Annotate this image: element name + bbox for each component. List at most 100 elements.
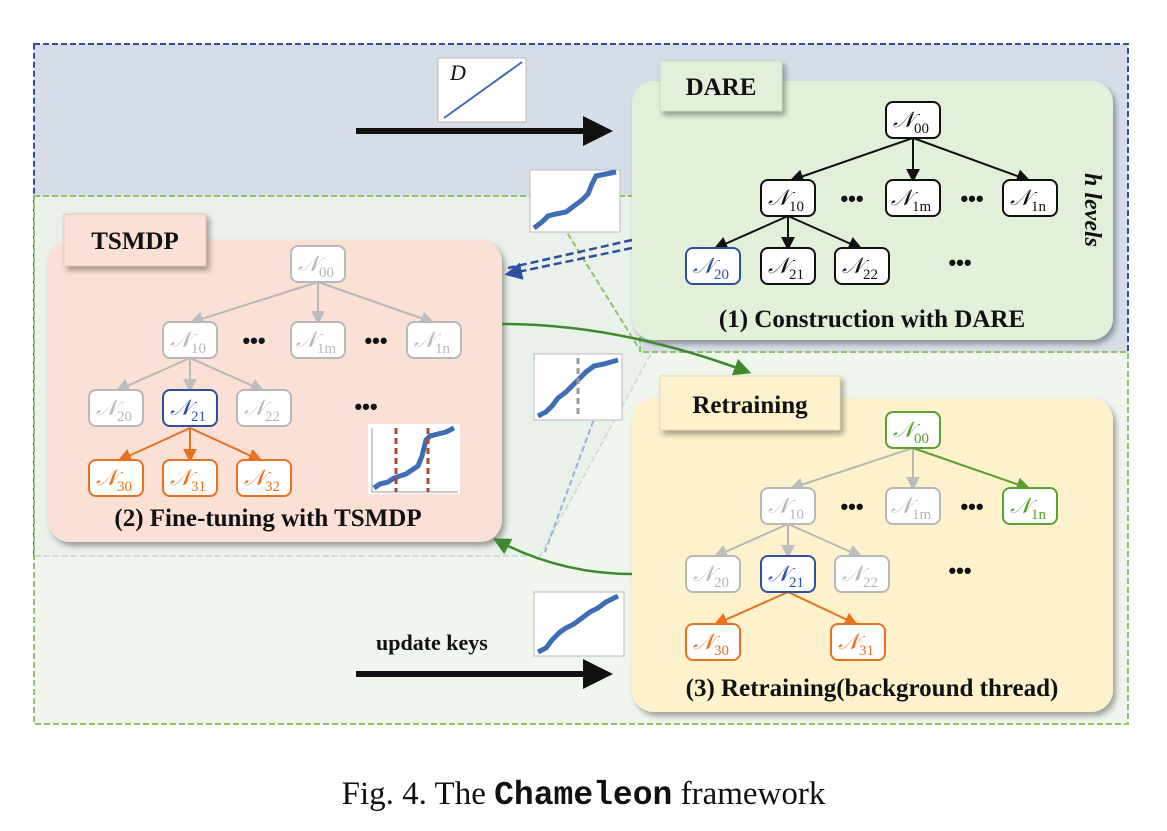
retraining-to-tsmdp-arrow (492, 538, 633, 576)
retraining-caption: (3) Retraining(background thread) (686, 675, 1059, 702)
retrain-node-l3-1-subscript: 31 (859, 643, 874, 659)
dare-title: DARE (686, 74, 757, 101)
tsmdp-edge (115, 357, 191, 392)
retrain-node-l1-1: 𝒩1m (885, 487, 941, 525)
tsmdp-node-root: 𝒩00 (290, 245, 346, 283)
update-keys-label: update keys (376, 630, 488, 655)
retrain-node-l3-0-subscript: 30 (714, 643, 729, 659)
retrain-node-l1-2-subscript: 1n (1031, 507, 1047, 523)
tsmdp-ellipsis: ••• (354, 394, 377, 419)
retrain-node-l3-0: 𝒩30 (685, 623, 741, 661)
retrain-edge (713, 591, 789, 626)
retrain-node-l1-1-subscript: 1m (912, 507, 932, 523)
tsmdp-node-l3-0: 𝒩30 (88, 459, 144, 497)
tsmdp-node-l3-2: 𝒩32 (236, 459, 292, 497)
retrain-node-l1-2: 𝒩1n (1002, 487, 1058, 525)
dare-edge (789, 137, 914, 183)
retrain-edge (713, 523, 789, 558)
retrain-ellipsis: ••• (948, 558, 971, 583)
retrain-node-root-subscript: 00 (914, 431, 929, 447)
tsmdp-node-l2-1: 𝒩21 (162, 389, 218, 427)
retrain-node-l2-2-subscript: 22 (863, 575, 878, 591)
retraining-title: Retraining (692, 392, 808, 419)
tsmdp-caption: (2) Fine-tuning with TSMDP (114, 505, 421, 532)
retrain-edge (787, 591, 859, 626)
figure-caption-prefix: Fig. 4. The (341, 776, 495, 812)
cdf-thumbnail-1 (529, 169, 621, 233)
dare-to-tsmdp-arrow (504, 238, 633, 280)
tsmdp-node-l1-0-subscript: 10 (191, 341, 206, 357)
dare-caption: (1) Construction with DARE (719, 306, 1025, 333)
tsmdp-edge (117, 427, 191, 462)
retrain-node-l2-2: 𝒩22 (834, 555, 890, 593)
tsmdp-node-l2-1-subscript: 21 (191, 409, 206, 425)
tsmdp-edge (189, 427, 263, 462)
h-levels-label: h levels (1079, 173, 1105, 247)
tsmdp-node-l3-2-subscript: 32 (265, 479, 280, 495)
dare-ellipsis: ••• (948, 250, 971, 275)
tsmdp-to-retraining-arrow (501, 322, 752, 376)
dare-node-l2-1: 𝒩21 (760, 247, 816, 285)
tsmdp-node-l2-2: 𝒩22 (236, 389, 292, 427)
tsmdp-node-l2-0-subscript: 20 (117, 409, 132, 425)
cdf-thumbnail-update (533, 591, 625, 657)
tsmdp-edge (317, 281, 435, 325)
dare-node-l1-1-subscript: 1m (912, 199, 932, 215)
dare-edge (787, 215, 863, 250)
retrain-node-l1-0-subscript: 10 (789, 507, 804, 523)
dataset-label: D (449, 60, 466, 85)
figure-caption-suffix: framework (672, 776, 826, 812)
figure-caption: Fig. 4. The Chameleon framework (0, 776, 1167, 814)
dare-node-l1-2-subscript: 1n (1031, 199, 1047, 215)
retrain-edge (789, 447, 914, 492)
dare-node-l2-2-subscript: 22 (863, 267, 878, 283)
tsmdp-node-root-subscript: 00 (319, 265, 334, 281)
dare-node-root: 𝒩00 (885, 101, 941, 139)
figure-caption-name: Chameleon (494, 777, 673, 814)
tsmdp-node-l1-1: 𝒩1m (290, 321, 346, 359)
tsmdp-node-l1-0: 𝒩10 (162, 321, 218, 359)
retrain-edge (787, 523, 863, 558)
dare-node-l2-2: 𝒩22 (834, 247, 890, 285)
retrain-node-l1-0: 𝒩10 (760, 487, 816, 525)
dare-node-l2-1-subscript: 21 (789, 267, 804, 283)
dare-node-root-subscript: 00 (914, 121, 929, 137)
tsmdp-node-l3-1: 𝒩31 (162, 459, 218, 497)
tsmdp-edge (189, 281, 319, 326)
tsmdp-ellipsis: ••• (242, 328, 265, 353)
dare-panel: DARE (1) Construction with DARE h levels… (632, 60, 1113, 340)
tsmdp-node-l2-0: 𝒩20 (88, 389, 144, 427)
dare-node-l1-2: 𝒩1n (1002, 179, 1058, 217)
retrain-ellipsis: ••• (960, 494, 983, 519)
retrain-node-l2-1: 𝒩21 (760, 555, 816, 593)
cdf-thumbnail-split (533, 353, 623, 421)
dare-node-l1-0-subscript: 10 (789, 199, 804, 215)
tsmdp-node-l3-1-subscript: 31 (191, 479, 206, 495)
retrain-node-root: 𝒩00 (885, 411, 941, 449)
tsmdp-node-l1-2-subscript: 1n (435, 341, 451, 357)
retrain-ellipsis: ••• (840, 494, 863, 519)
retrain-edge (912, 447, 1031, 491)
tsmdp-node-l1-2: 𝒩1n (406, 321, 462, 359)
retrain-node-l3-1: 𝒩31 (830, 623, 886, 661)
dare-ellipsis: ••• (960, 186, 983, 211)
retrain-node-l2-0-subscript: 20 (714, 575, 729, 591)
retrain-node-l2-1-subscript: 21 (789, 575, 804, 591)
tsmdp-node-l1-1-subscript: 1m (317, 341, 337, 357)
dare-node-l2-0-subscript: 20 (714, 267, 729, 283)
dare-node-l1-0: 𝒩10 (760, 179, 816, 217)
split-plot-thumbnail (368, 424, 460, 494)
tsmdp-node-l2-2-subscript: 22 (265, 409, 280, 425)
dataset-thumbnail: D (437, 57, 527, 123)
dare-edge (713, 215, 789, 250)
retrain-node-l2-0: 𝒩20 (685, 555, 741, 593)
tsmdp-ellipsis: ••• (364, 328, 387, 353)
tsmdp-title: TSMDP (91, 228, 179, 255)
dare-node-l1-1: 𝒩1m (885, 179, 941, 217)
dare-node-l2-0: 𝒩20 (685, 247, 741, 285)
tsmdp-edge (189, 357, 265, 392)
